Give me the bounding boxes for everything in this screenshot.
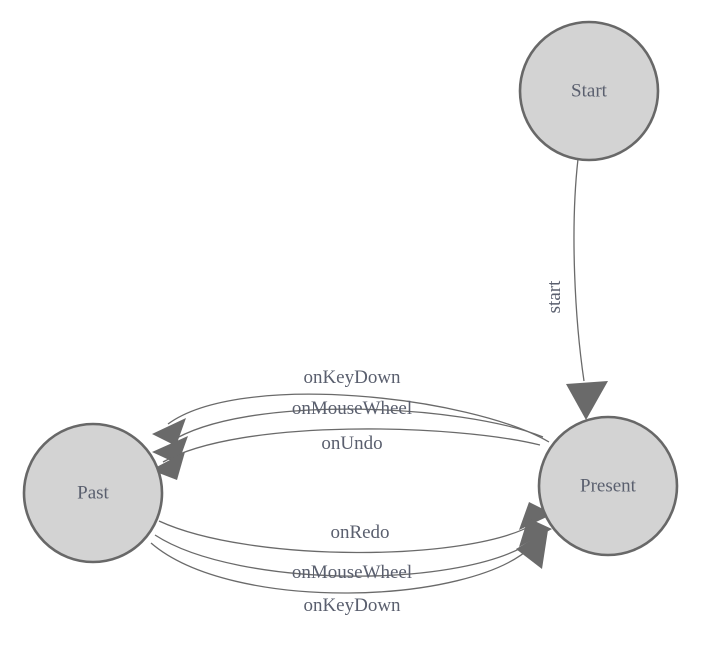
edge-present-to-past-onundo-path	[162, 428, 541, 463]
edge-label-present-to-past-onundo: onUndo	[321, 433, 382, 454]
edge-start-to-present-path	[573, 158, 585, 382]
edge-present-to-past-onkeydown[interactable]: onKeyDown	[152, 367, 550, 446]
edge-label-present-to-past-onmousewheel: onMouseWheel	[292, 398, 412, 419]
edge-past-to-present-onkeydown-path	[150, 542, 532, 594]
node-present-circle	[537, 415, 679, 557]
arrowhead-into-present-top	[566, 381, 608, 420]
edge-label-present-to-past-onkeydown: onKeyDown	[303, 367, 401, 388]
edge-past-to-present-onredo[interactable]: onRedo	[158, 502, 553, 554]
edge-label-past-to-present-onkeydown: onKeyDown	[303, 595, 401, 616]
edge-past-to-present-onmousewheel-path	[154, 534, 535, 577]
node-past-circle	[22, 422, 164, 564]
edge-present-to-past-onmousewheel[interactable]: onMouseWheel	[152, 398, 544, 464]
edge-present-to-past-onkeydown-path	[167, 393, 550, 443]
node-start-circle	[518, 20, 660, 162]
arrowhead-into-present-2	[519, 518, 552, 547]
edge-past-to-present-onmousewheel[interactable]: onMouseWheel	[154, 518, 552, 583]
edge-label-start: start	[544, 280, 565, 313]
node-present-label: Present	[580, 475, 637, 496]
node-start-label: Start	[571, 80, 608, 101]
edge-label-past-to-present-onmousewheel: onMouseWheel	[292, 562, 412, 583]
arrowhead-into-present-3	[516, 530, 548, 569]
edge-past-to-present-onredo-path	[158, 520, 535, 554]
edge-label-past-to-present-onredo: onRedo	[330, 522, 389, 543]
node-past-label: Past	[77, 482, 109, 503]
node-present[interactable]: Present	[537, 415, 679, 557]
node-past[interactable]: Past	[22, 422, 164, 564]
arrowhead-into-past-1	[152, 418, 186, 446]
node-start[interactable]: Start	[518, 20, 660, 162]
edge-start-to-present[interactable]: start	[544, 158, 608, 420]
edge-past-to-present-onkeydown[interactable]: onKeyDown	[150, 530, 548, 616]
edge-present-to-past-onmousewheel-path	[169, 408, 544, 443]
edge-present-to-past-onundo[interactable]: onUndo	[151, 428, 541, 480]
